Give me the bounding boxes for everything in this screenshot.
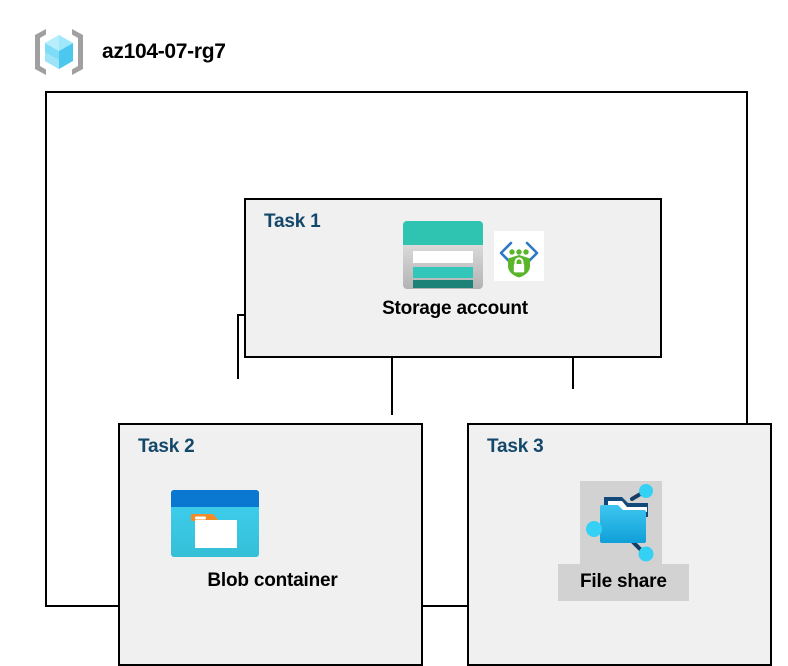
task-box-2[interactable]: Task 2 Blob container [118,423,423,666]
task-box-3[interactable]: Task 3 [467,423,772,666]
connector-branch-to-blob-container [237,314,239,379]
resource-group-icon [30,26,88,78]
storage-account-label: Storage account [382,298,528,319]
task-box-1[interactable]: Task 1 [244,198,662,358]
file-share-label: File share [558,564,689,601]
resource-group-header: az104-07-rg7 [30,26,226,78]
resource-group-title: az104-07-rg7 [102,40,226,63]
resource-group-container: Task 1 [45,91,772,666]
task-1-label: Task 1 [264,211,321,232]
blob-container-icon [171,490,259,557]
storage-security-icon [494,231,544,281]
storage-account-icon [401,219,485,291]
file-share-icon [580,481,662,565]
blob-container-label: Blob container [207,570,338,591]
task-2-label: Task 2 [138,436,195,457]
task-3-label: Task 3 [487,436,544,457]
